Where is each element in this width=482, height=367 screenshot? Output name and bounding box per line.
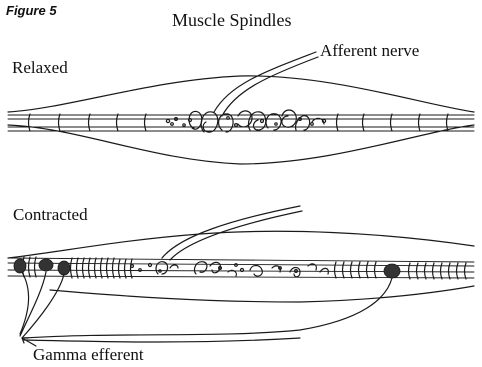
gamma-efferent-fiber-1 (20, 272, 29, 334)
contracted-fiber-upper (8, 263, 474, 266)
gamma-efferent-fiber-5 (24, 338, 300, 342)
relaxed-fiber-segments (29, 114, 449, 131)
contracted-left-striations (23, 257, 133, 278)
relaxed-afferent-nerve-line1 (214, 52, 316, 112)
contracted-spindle (8, 206, 474, 346)
contracted-capsule-bottom (50, 286, 474, 302)
gamma-efferent-fiber-4 (24, 278, 392, 338)
contracted-capsule-top (8, 231, 474, 258)
contracted-afferent-nerve-line2 (170, 211, 302, 260)
relaxed-spindle (8, 52, 474, 164)
relaxed-afferent-nerve-line2 (222, 57, 318, 116)
gamma-efferent-fiber-2 (20, 272, 46, 336)
relaxed-spiral-endings (189, 110, 324, 132)
